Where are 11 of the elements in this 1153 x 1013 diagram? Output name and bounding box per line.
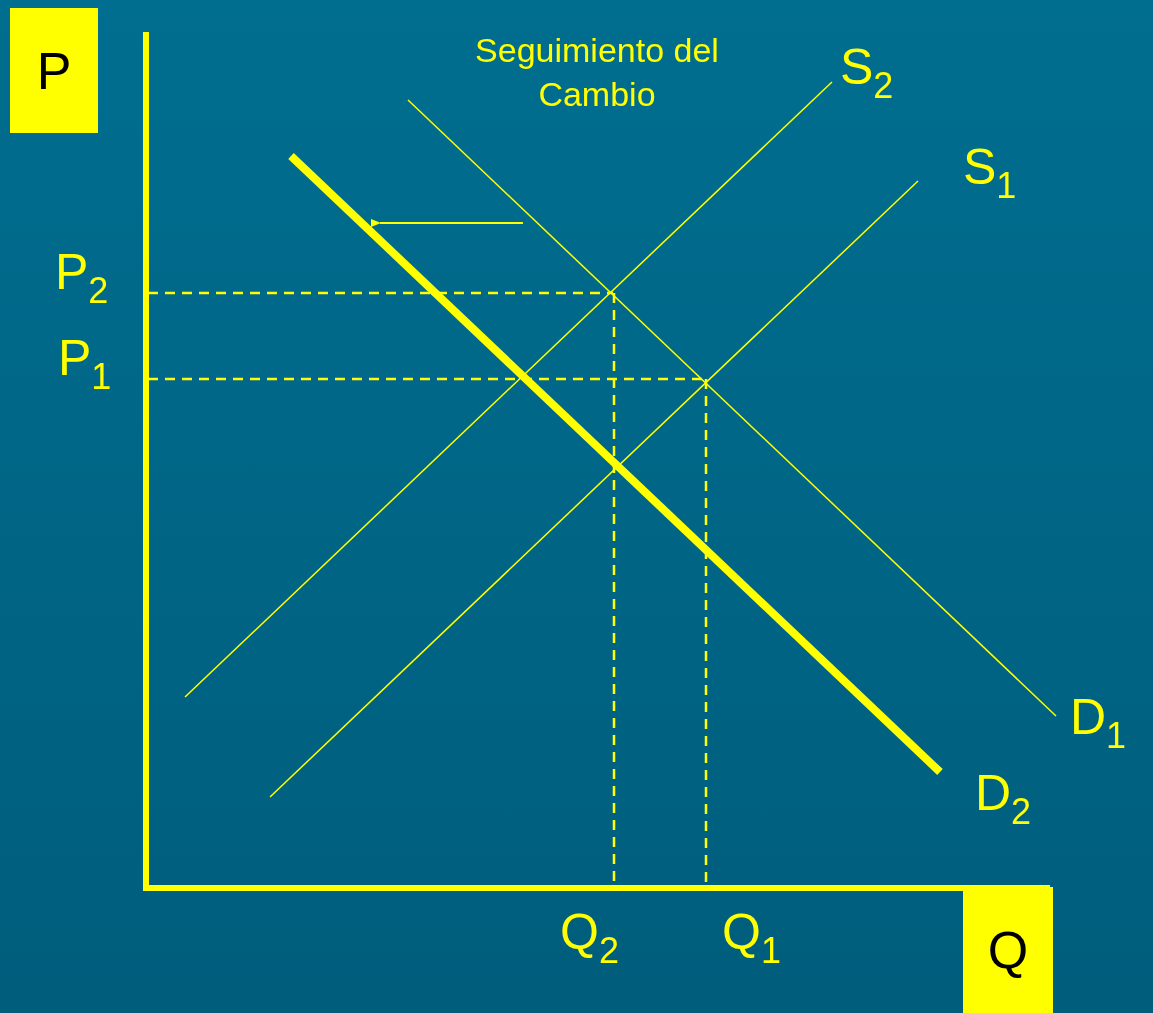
curve-label: D$_{2}$: [975, 768, 1032, 830]
annotation-text: Seguimiento del Cambio: [474, 30, 720, 116]
axis-label-box: P: [10, 8, 98, 133]
axis-label-box: Q: [963, 887, 1053, 1013]
curve-label: Q$_{1}$: [722, 907, 781, 969]
curve-label: P$_{1}$: [58, 333, 112, 395]
curve-label: Q$_{2}$: [560, 907, 619, 969]
curve-label: S$_{1}$: [963, 142, 1017, 204]
curve-label: S$_{2}$: [840, 42, 894, 104]
curve-label: P$_{2}$: [55, 247, 109, 309]
curve-label: D$_{1}$: [1070, 692, 1127, 754]
